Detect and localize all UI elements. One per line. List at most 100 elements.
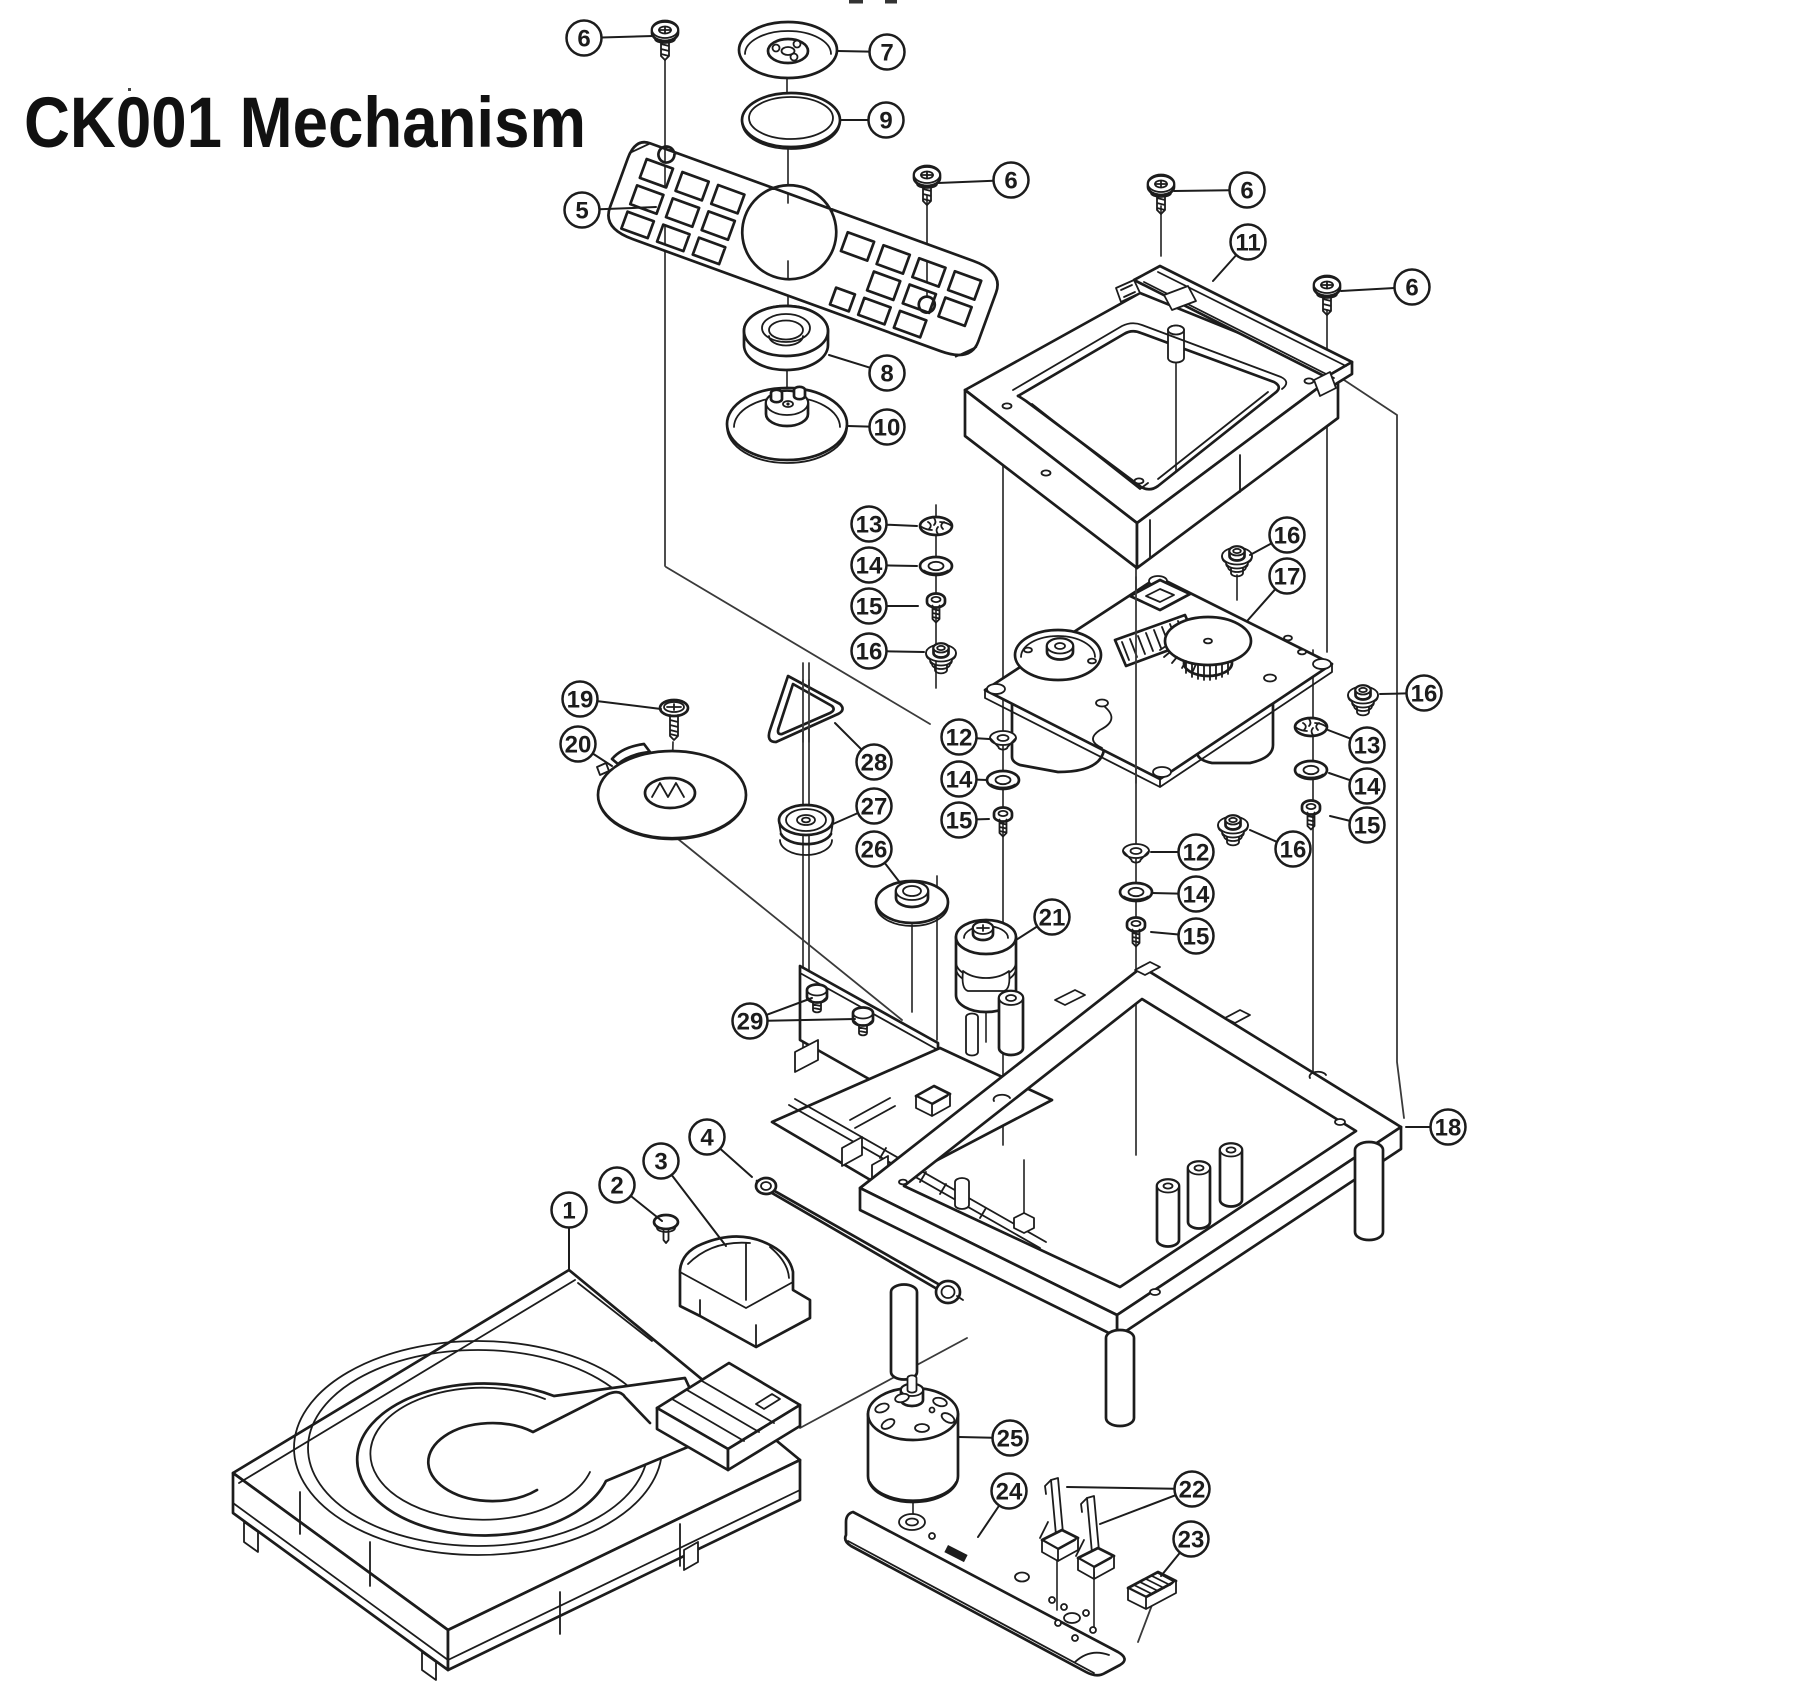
balloon-16: 16 <box>1379 674 1443 712</box>
balloon-leader <box>834 722 863 751</box>
balloon-number: 29 <box>737 1009 764 1036</box>
balloon-number: 23 <box>1178 1527 1205 1554</box>
balloon-circle <box>1177 917 1215 955</box>
balloon-number: 13 <box>856 512 883 539</box>
balloon-circle <box>688 1118 726 1156</box>
part-14-washer <box>918 555 954 577</box>
balloon-leader <box>885 564 918 567</box>
balloon-number: 25 <box>997 1426 1024 1453</box>
balloon-28: 28 <box>834 722 893 781</box>
balloon-leader <box>598 206 657 211</box>
part-28-belt <box>767 674 844 744</box>
balloon-circle <box>1429 1108 1467 1146</box>
part-16-grommet <box>1220 545 1254 578</box>
balloon-circle <box>1348 806 1386 844</box>
balloon-leader <box>629 1194 663 1222</box>
balloon-number: 10 <box>874 415 901 442</box>
balloon-15: 15 <box>940 801 990 839</box>
part-8-magnet <box>742 304 830 372</box>
balloon-circle <box>1274 830 1312 868</box>
balloon-leader <box>1160 1551 1181 1577</box>
balloon-circle <box>868 354 906 392</box>
balloon-number: 2 <box>610 1173 623 1200</box>
balloon-23: 23 <box>1160 1520 1210 1577</box>
balloon-number: 13 <box>1354 733 1381 760</box>
part-13-spring-washer <box>918 515 954 537</box>
balloon-circle <box>731 1002 769 1040</box>
part-2-stud <box>652 1213 680 1245</box>
balloon-27: 27 <box>832 787 893 825</box>
balloon-8: 8 <box>828 354 906 392</box>
part-1-disc-tray <box>231 1268 802 1681</box>
balloon-leader <box>1247 588 1277 621</box>
balloon-6: 6 <box>565 19 654 57</box>
balloon-leader <box>1329 815 1351 822</box>
balloon-24: 24 <box>977 1472 1028 1538</box>
balloon-number: 6 <box>1405 275 1418 302</box>
balloon-circle <box>559 725 597 763</box>
balloon-leader <box>1066 1486 1176 1490</box>
balloon-leader <box>1249 542 1273 556</box>
balloon-number: 3 <box>654 1149 667 1176</box>
balloon-leader <box>1212 254 1238 282</box>
part-21-cam-gear <box>954 918 1018 1014</box>
balloon-6: 6 <box>1340 268 1431 306</box>
balloon-number: 14 <box>856 553 883 580</box>
part-14-washer <box>1293 759 1329 781</box>
balloon-14: 14 <box>850 546 918 584</box>
balloon-leader <box>1249 829 1278 843</box>
balloon-15: 15 <box>1150 917 1215 955</box>
balloon-29: 29 <box>731 997 856 1040</box>
balloon-circle <box>561 680 599 718</box>
balloon-leader <box>1328 772 1352 782</box>
speck <box>128 88 131 91</box>
balloon-number: 14 <box>946 767 973 794</box>
balloon-number: 6 <box>577 26 590 53</box>
balloon-circle <box>1405 674 1443 712</box>
balloon-1: 1 <box>550 1191 588 1271</box>
part-16-grommet <box>1216 814 1250 847</box>
page-title: CK001 Mechanism <box>24 84 586 163</box>
balloon-circle <box>1348 726 1386 764</box>
balloon-circle <box>991 1419 1029 1457</box>
balloon-leader <box>885 523 918 527</box>
balloon-number: 20 <box>565 732 592 759</box>
balloon-number: 6 <box>1004 168 1017 195</box>
balloon-number: 5 <box>575 198 588 225</box>
balloon-leader <box>937 179 995 184</box>
part-6-screw <box>1146 173 1176 216</box>
balloon-number: 14 <box>1183 882 1210 909</box>
balloon-circle <box>1177 875 1215 913</box>
balloon-leader <box>1379 692 1408 695</box>
balloon-circle <box>1177 833 1215 871</box>
balloon-number: 12 <box>1183 840 1210 867</box>
balloon-circle <box>1172 1520 1210 1558</box>
balloon-16: 16 <box>1249 829 1312 868</box>
balloon-circle <box>990 1472 1028 1510</box>
balloon-number: 16 <box>1280 837 1307 864</box>
balloon-leader <box>596 700 662 710</box>
balloon-circle <box>1268 516 1306 554</box>
crop-mark <box>885 0 897 4</box>
balloon-number: 15 <box>1354 813 1381 840</box>
balloon-leader <box>1015 925 1039 941</box>
balloon-circle <box>550 1191 588 1229</box>
balloon-20: 20 <box>559 725 613 767</box>
balloon-11: 11 <box>1212 223 1267 282</box>
balloon-number: 9 <box>879 108 892 135</box>
balloon-5: 5 <box>563 191 657 229</box>
balloon-16: 16 <box>850 632 925 670</box>
balloon-circle <box>1348 767 1386 805</box>
part-26-roller <box>874 879 950 927</box>
balloon-leader <box>1099 1494 1177 1525</box>
balloon-9: 9 <box>840 101 905 139</box>
part-16-grommet <box>1346 684 1380 717</box>
balloon-number: 1 <box>562 1198 575 1225</box>
balloon-15: 15 <box>1329 806 1386 844</box>
part-4-shaft <box>754 1176 964 1305</box>
balloon-circle <box>1228 171 1266 209</box>
balloon-number: 8 <box>880 361 893 388</box>
part-15-screw <box>992 806 1014 838</box>
balloon-leader <box>591 752 613 767</box>
